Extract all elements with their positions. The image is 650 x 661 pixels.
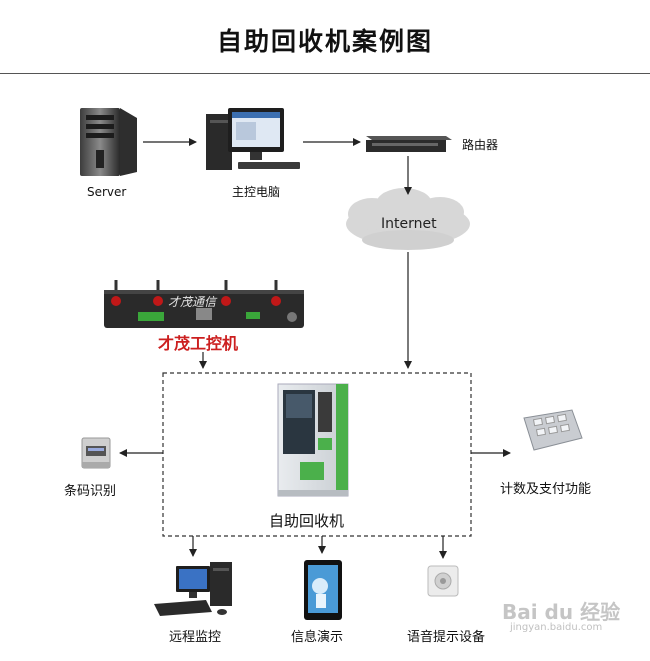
title-divider (0, 73, 650, 74)
display-label: 信息演示 (291, 630, 344, 645)
barcode-scanner-icon (81, 437, 111, 469)
industrial-pc-icon (104, 280, 304, 328)
server-label: Server (87, 185, 127, 199)
ipc-device-print: 才茂通信 (168, 295, 217, 309)
watermark-brand: Bai du 经验 (502, 600, 621, 624)
router-icon (366, 136, 452, 152)
voice-label: 语音提示设备 (407, 630, 486, 645)
speaker-icon (427, 565, 459, 597)
watermark-url: jingyan.baidu.com (510, 622, 603, 633)
barcode-label: 条码识别 (64, 484, 117, 499)
remote-monitor-pc-icon (154, 562, 232, 616)
payment-label: 计数及支付功能 (500, 482, 592, 497)
machine-enclosure (162, 372, 472, 537)
page-title: 自助回收机案例图 (216, 27, 433, 56)
connector-arrows (119, 138, 511, 559)
ipc-brand-label: 才茂工控机 (158, 334, 239, 353)
host-pc-label: 主控电脑 (232, 185, 281, 199)
payment-pinpad-icon (523, 409, 583, 451)
server-icon (80, 108, 137, 176)
internet-cloud-icon (346, 188, 470, 250)
router-label: 路由器 (462, 138, 499, 152)
machine-label: 自助回收机 (269, 512, 345, 530)
remote-label: 远程监控 (169, 630, 222, 645)
desktop-pc-icon (206, 108, 300, 170)
internet-label: Internet (381, 216, 437, 232)
display-screen-icon (304, 560, 342, 620)
recycling-machine-icon (277, 383, 349, 497)
